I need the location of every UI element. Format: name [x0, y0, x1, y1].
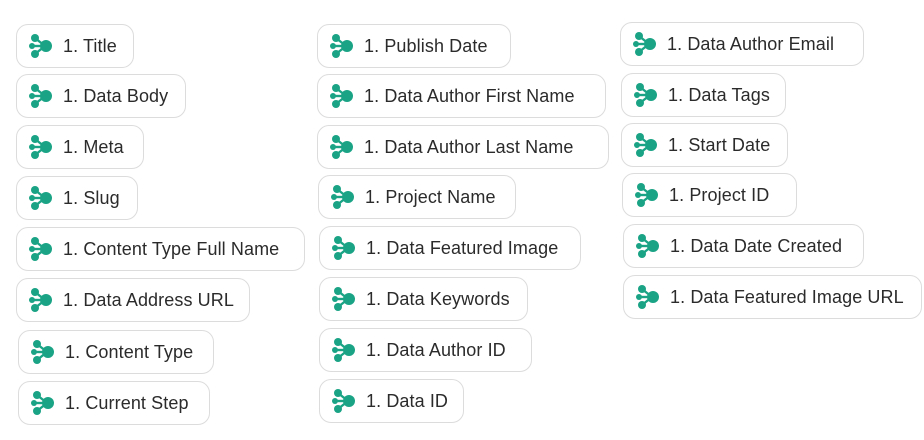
variable-pill-content-type[interactable]: 1. Content Type — [18, 330, 214, 374]
variable-label: 1. Data ID — [366, 390, 449, 411]
share-node-icon — [631, 80, 661, 110]
share-node-icon — [633, 231, 663, 261]
share-node-icon — [26, 234, 56, 264]
share-node-icon — [26, 183, 56, 213]
variable-label: 1. Data Author Email — [667, 33, 835, 54]
share-node-icon — [26, 31, 56, 61]
variable-pill-data-date-created[interactable]: 1. Data Date Created — [623, 224, 864, 268]
share-node-icon — [630, 29, 660, 59]
share-node-icon — [26, 285, 56, 315]
variable-label: 1. Data Featured Image — [366, 237, 559, 258]
share-node-icon — [327, 132, 357, 162]
variable-pill-publish-date[interactable]: 1. Publish Date — [317, 24, 511, 68]
variable-pill-data-address-url[interactable]: 1. Data Address URL — [16, 278, 250, 322]
variable-pill-data-featured-image[interactable]: 1. Data Featured Image — [319, 226, 581, 270]
share-node-icon — [28, 337, 58, 367]
share-node-icon — [327, 31, 357, 61]
share-node-icon — [26, 81, 56, 111]
variable-label: 1. Data Author ID — [366, 339, 506, 360]
share-node-icon — [329, 335, 359, 365]
variable-label: 1. Project Name — [365, 186, 496, 207]
variable-pill-data-tags[interactable]: 1. Data Tags — [621, 73, 786, 117]
variable-pill-current-step[interactable]: 1. Current Step — [18, 381, 210, 425]
variable-pill-data-keywords[interactable]: 1. Data Keywords — [319, 277, 528, 321]
variable-label: 1. Start Date — [668, 134, 771, 155]
variable-label: 1. Current Step — [65, 392, 189, 413]
variable-label: 1. Content Type Full Name — [63, 238, 280, 259]
variable-pill-meta[interactable]: 1. Meta — [16, 125, 144, 169]
variable-pill-data-author-first-name[interactable]: 1. Data Author First Name — [317, 74, 606, 118]
share-node-icon — [633, 282, 663, 312]
variable-pill-data-author-id[interactable]: 1. Data Author ID — [319, 328, 532, 372]
share-node-icon — [28, 388, 58, 418]
variable-label: 1. Title — [63, 35, 117, 56]
variable-pill-start-date[interactable]: 1. Start Date — [621, 123, 788, 167]
variable-pill-data-body[interactable]: 1. Data Body — [16, 74, 186, 118]
share-node-icon — [328, 182, 358, 212]
variable-pill-data-featured-image-url[interactable]: 1. Data Featured Image URL — [623, 275, 922, 319]
variable-label: 1. Slug — [63, 187, 120, 208]
variable-pill-data-id[interactable]: 1. Data ID — [319, 379, 464, 423]
variable-pill-project-id[interactable]: 1. Project ID — [622, 173, 797, 217]
share-node-icon — [632, 180, 662, 210]
share-node-icon — [327, 81, 357, 111]
variable-label: 1. Data Tags — [668, 84, 770, 105]
variable-label: 1. Publish Date — [364, 35, 488, 56]
variable-label: 1. Data Featured Image URL — [670, 286, 904, 307]
variable-pill-slug[interactable]: 1. Slug — [16, 176, 138, 220]
variable-label: 1. Project ID — [669, 184, 770, 205]
variable-label: 1. Data Keywords — [366, 288, 510, 309]
variable-pill-project-name[interactable]: 1. Project Name — [318, 175, 516, 219]
variable-pill-data-author-last-name[interactable]: 1. Data Author Last Name — [317, 125, 609, 169]
variable-label: 1. Data Body — [63, 85, 169, 106]
variable-label: 1. Data Author Last Name — [364, 136, 574, 157]
share-node-icon — [631, 130, 661, 160]
variable-label: 1. Data Address URL — [63, 289, 234, 310]
variable-pill-content-type-full-name[interactable]: 1. Content Type Full Name — [16, 227, 305, 271]
share-node-icon — [26, 132, 56, 162]
variable-label: 1. Data Author First Name — [364, 85, 575, 106]
share-node-icon — [329, 233, 359, 263]
share-node-icon — [329, 386, 359, 416]
variable-label: 1. Content Type — [65, 341, 194, 362]
variable-label: 1. Meta — [63, 136, 124, 157]
variable-label: 1. Data Date Created — [670, 235, 843, 256]
share-node-icon — [329, 284, 359, 314]
variable-pill-data-author-email[interactable]: 1. Data Author Email — [620, 22, 864, 66]
variable-pill-title[interactable]: 1. Title — [16, 24, 134, 68]
